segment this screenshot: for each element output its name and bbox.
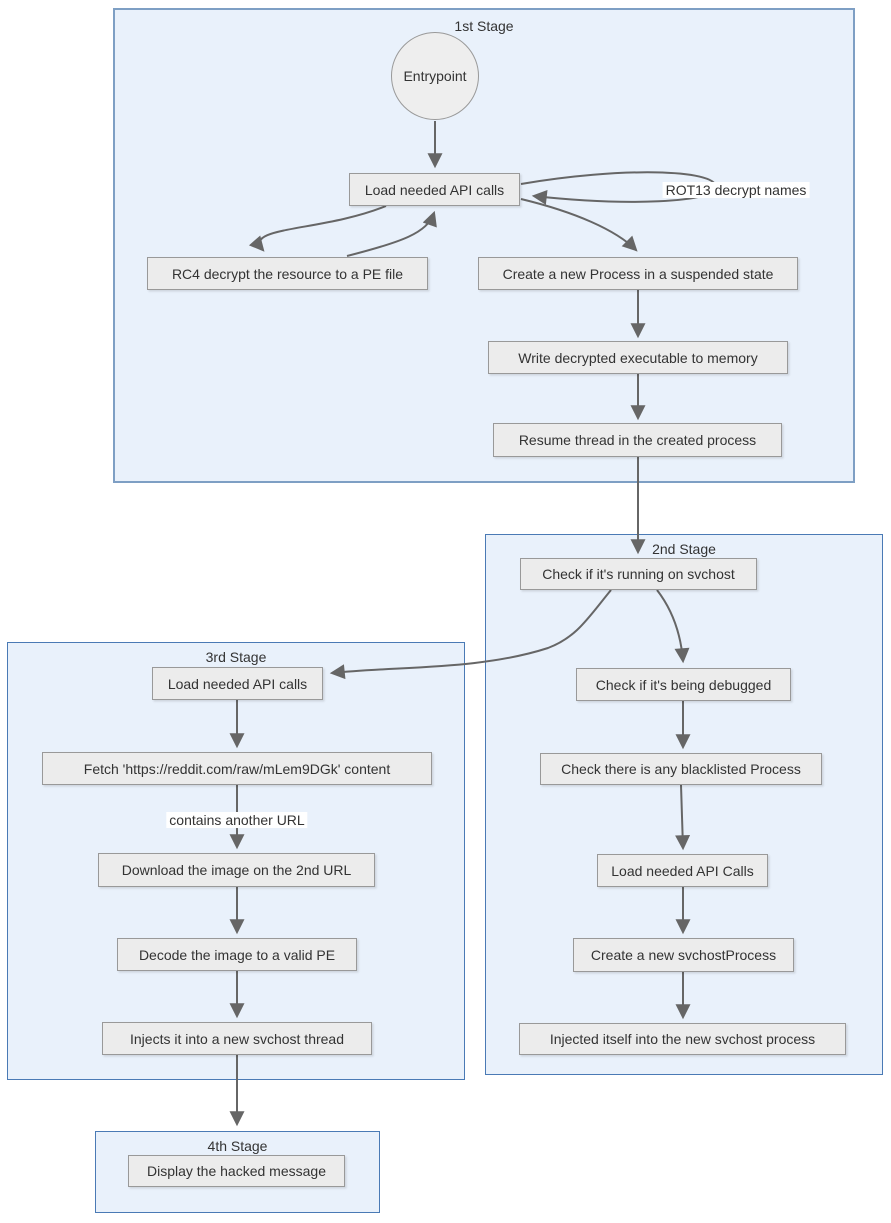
node-fetch-reddit-url: Fetch 'https://reddit.com/raw/mLem9DGk' …: [42, 752, 432, 785]
node-label: Load needed API calls: [167, 675, 308, 692]
node-label: Resume thread in the created process: [518, 432, 757, 448]
edge-label-rot13: ROT13 decrypt names: [662, 182, 810, 198]
node-resume-thread: Resume thread in the created process: [493, 423, 782, 457]
node-label: Create a new Process in a suspended stat…: [502, 265, 774, 282]
node-download-image: Download the image on the 2nd URL: [98, 853, 375, 887]
node-check-debugged: Check if it's being debugged: [576, 668, 791, 701]
node-load-api-calls-1: Load needed API calls: [349, 173, 520, 206]
stage4-title: 4th Stage: [207, 1138, 268, 1154]
edge-label-contains-url: contains another URL: [166, 812, 308, 828]
node-entrypoint: Entrypoint: [391, 32, 479, 120]
node-label: Create a new svchostProcess: [590, 947, 777, 963]
node-label: Download the image on the 2nd URL: [121, 862, 352, 878]
node-create-svchost-process: Create a new svchostProcess: [573, 938, 794, 972]
node-rc4-decrypt: RC4 decrypt the resource to a PE file: [147, 257, 428, 290]
node-label: Check there is any blacklisted Process: [561, 761, 801, 777]
node-label: Display the hacked message: [147, 1163, 326, 1179]
node-label: Write decrypted executable to memory: [518, 349, 758, 366]
node-injected-into-svchost: Injected itself into the new svchost pro…: [519, 1023, 846, 1055]
stage1-container: 1st Stage: [113, 8, 855, 483]
node-load-api-calls-3: Load needed API calls: [152, 667, 323, 700]
node-label: Decode the image to a valid PE: [138, 946, 336, 963]
node-label: Load needed API Calls: [611, 862, 754, 879]
node-check-svchost: Check if it's running on svchost: [520, 558, 757, 590]
node-check-blacklist: Check there is any blacklisted Process: [540, 753, 822, 785]
node-label: Injects it into a new svchost thread: [130, 1030, 344, 1047]
node-label: Check if it's being debugged: [595, 676, 772, 693]
node-display-hacked-message: Display the hacked message: [128, 1155, 345, 1187]
node-label: Check if it's running on svchost: [542, 566, 735, 582]
node-label: Fetch 'https://reddit.com/raw/mLem9DGk' …: [83, 760, 391, 777]
stage2-title: 2nd Stage: [652, 541, 716, 557]
node-load-api-calls-2: Load needed API Calls: [597, 854, 768, 887]
node-label: Entrypoint: [403, 68, 467, 84]
node-label: Load needed API calls: [364, 181, 505, 198]
stage2-container: 2nd Stage: [485, 534, 883, 1075]
node-label: Injected itself into the new svchost pro…: [549, 1031, 816, 1047]
node-label: RC4 decrypt the resource to a PE file: [171, 265, 404, 282]
stage3-title: 3rd Stage: [205, 649, 267, 665]
node-create-suspended-process: Create a new Process in a suspended stat…: [478, 257, 798, 290]
node-decode-image: Decode the image to a valid PE: [117, 938, 357, 971]
node-write-executable: Write decrypted executable to memory: [488, 341, 788, 374]
node-inject-svchost-thread: Injects it into a new svchost thread: [102, 1022, 372, 1055]
stage1-title: 1st Stage: [454, 18, 514, 34]
